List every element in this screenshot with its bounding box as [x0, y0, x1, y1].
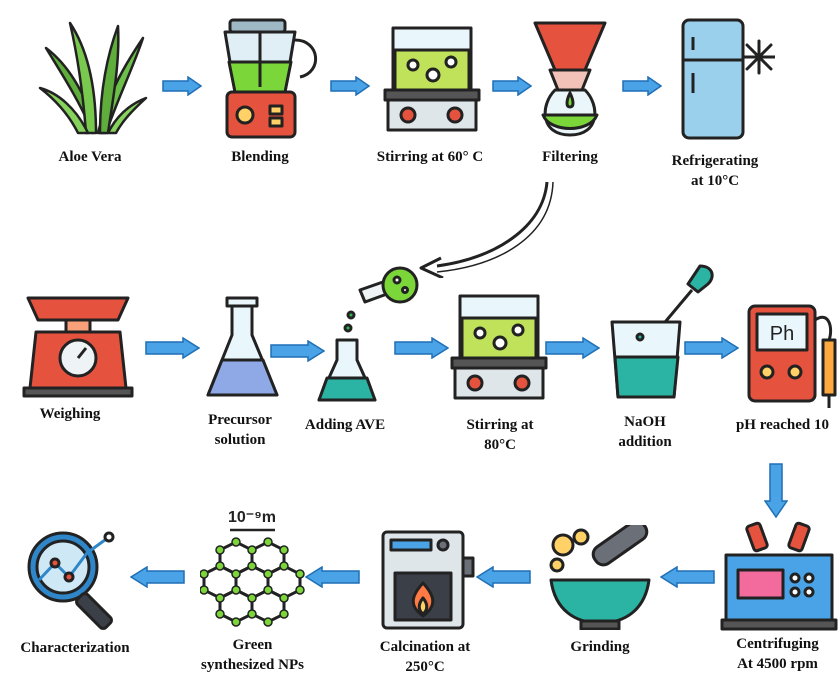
adding-extract-flask-icon — [317, 266, 419, 402]
step-label-blending: Blending — [231, 149, 289, 165]
hot-plate-stirrer-icon — [383, 26, 481, 132]
flow-arrow-right — [145, 337, 200, 359]
nanoparticle-lattice-icon: 10⁻⁹m — [200, 509, 305, 627]
step-label-characterization: Characterization — [20, 640, 130, 656]
flow-arrow-right — [270, 340, 325, 362]
mortar-pestle-icon — [549, 525, 651, 630]
flow-arrow-left — [130, 566, 185, 588]
flow-arrow-right — [162, 76, 202, 96]
ph-meter-icon: Ph — [747, 304, 837, 408]
step-label-aloe-vera: Aloe Vera — [58, 149, 122, 165]
filter-funnel-icon — [533, 21, 607, 137]
beaker-dropper-icon — [610, 264, 714, 399]
curved-flow-arrow — [419, 181, 554, 278]
flow-arrow-left — [660, 566, 715, 588]
hot-plate-stirrer-icon — [450, 294, 548, 400]
step-label-grinding: Grinding — [570, 639, 630, 655]
erlenmeyer-flask-icon — [206, 296, 279, 397]
step-label-weighing: Weighing — [39, 406, 101, 422]
flow-arrow-down — [764, 463, 788, 518]
flow-arrow-right — [622, 76, 662, 96]
step-label-adding-ave: Adding AVE — [304, 417, 386, 433]
flow-arrow-right — [330, 76, 370, 96]
step-label-stirring-60: Stirring at 60° C — [376, 149, 484, 165]
flow-arrow-left — [476, 566, 531, 588]
magnifier-chart-icon — [27, 531, 115, 630]
flow-arrow-right — [684, 337, 739, 359]
aloe-vera-icon — [38, 21, 148, 135]
weighing-scale-icon — [22, 296, 134, 398]
flow-arrow-right — [545, 337, 600, 359]
furnace-icon — [381, 530, 475, 630]
step-label-filtering: Filtering — [542, 149, 598, 165]
flow-arrow-right — [394, 337, 449, 359]
centrifuge-icon — [720, 521, 838, 631]
refrigerator-icon — [681, 18, 775, 140]
scale-unit-text: 10⁻⁹m — [228, 509, 276, 526]
ph-display-text: Ph — [770, 323, 794, 345]
step-label-ph: pH reached 10 — [735, 417, 830, 433]
blender-icon — [223, 18, 318, 139]
flow-arrow-right — [492, 76, 532, 96]
flow-arrow-left — [305, 566, 360, 588]
